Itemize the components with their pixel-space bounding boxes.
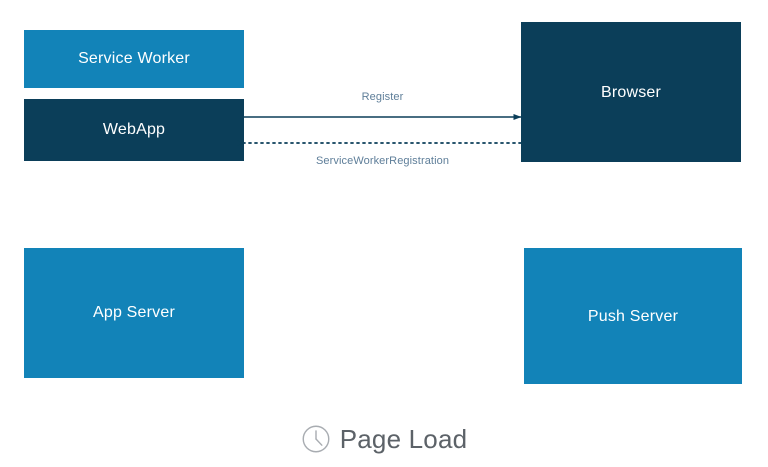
node-webapp[interactable]: WebApp	[24, 99, 244, 161]
message-label-register: Register	[361, 91, 404, 103]
clock-icon	[302, 425, 330, 453]
caption: Page Load	[0, 424, 768, 454]
node-browser[interactable]: Browser	[521, 22, 741, 162]
node-app-server[interactable]: App Server	[24, 248, 244, 378]
caption-text: Page Load	[339, 424, 468, 454]
message-label-service-worker-registration: ServiceWorkerRegistration	[315, 155, 450, 167]
node-push-server-label: Push Server	[587, 308, 679, 325]
node-app-server-label: App Server	[92, 304, 176, 321]
node-service-worker-label: Service Worker	[78, 50, 190, 67]
node-webapp-label: WebApp	[102, 121, 166, 138]
node-browser-label: Browser	[600, 84, 662, 101]
node-service-worker[interactable]: Service Worker	[24, 30, 244, 88]
node-push-server[interactable]: Push Server	[524, 248, 742, 384]
